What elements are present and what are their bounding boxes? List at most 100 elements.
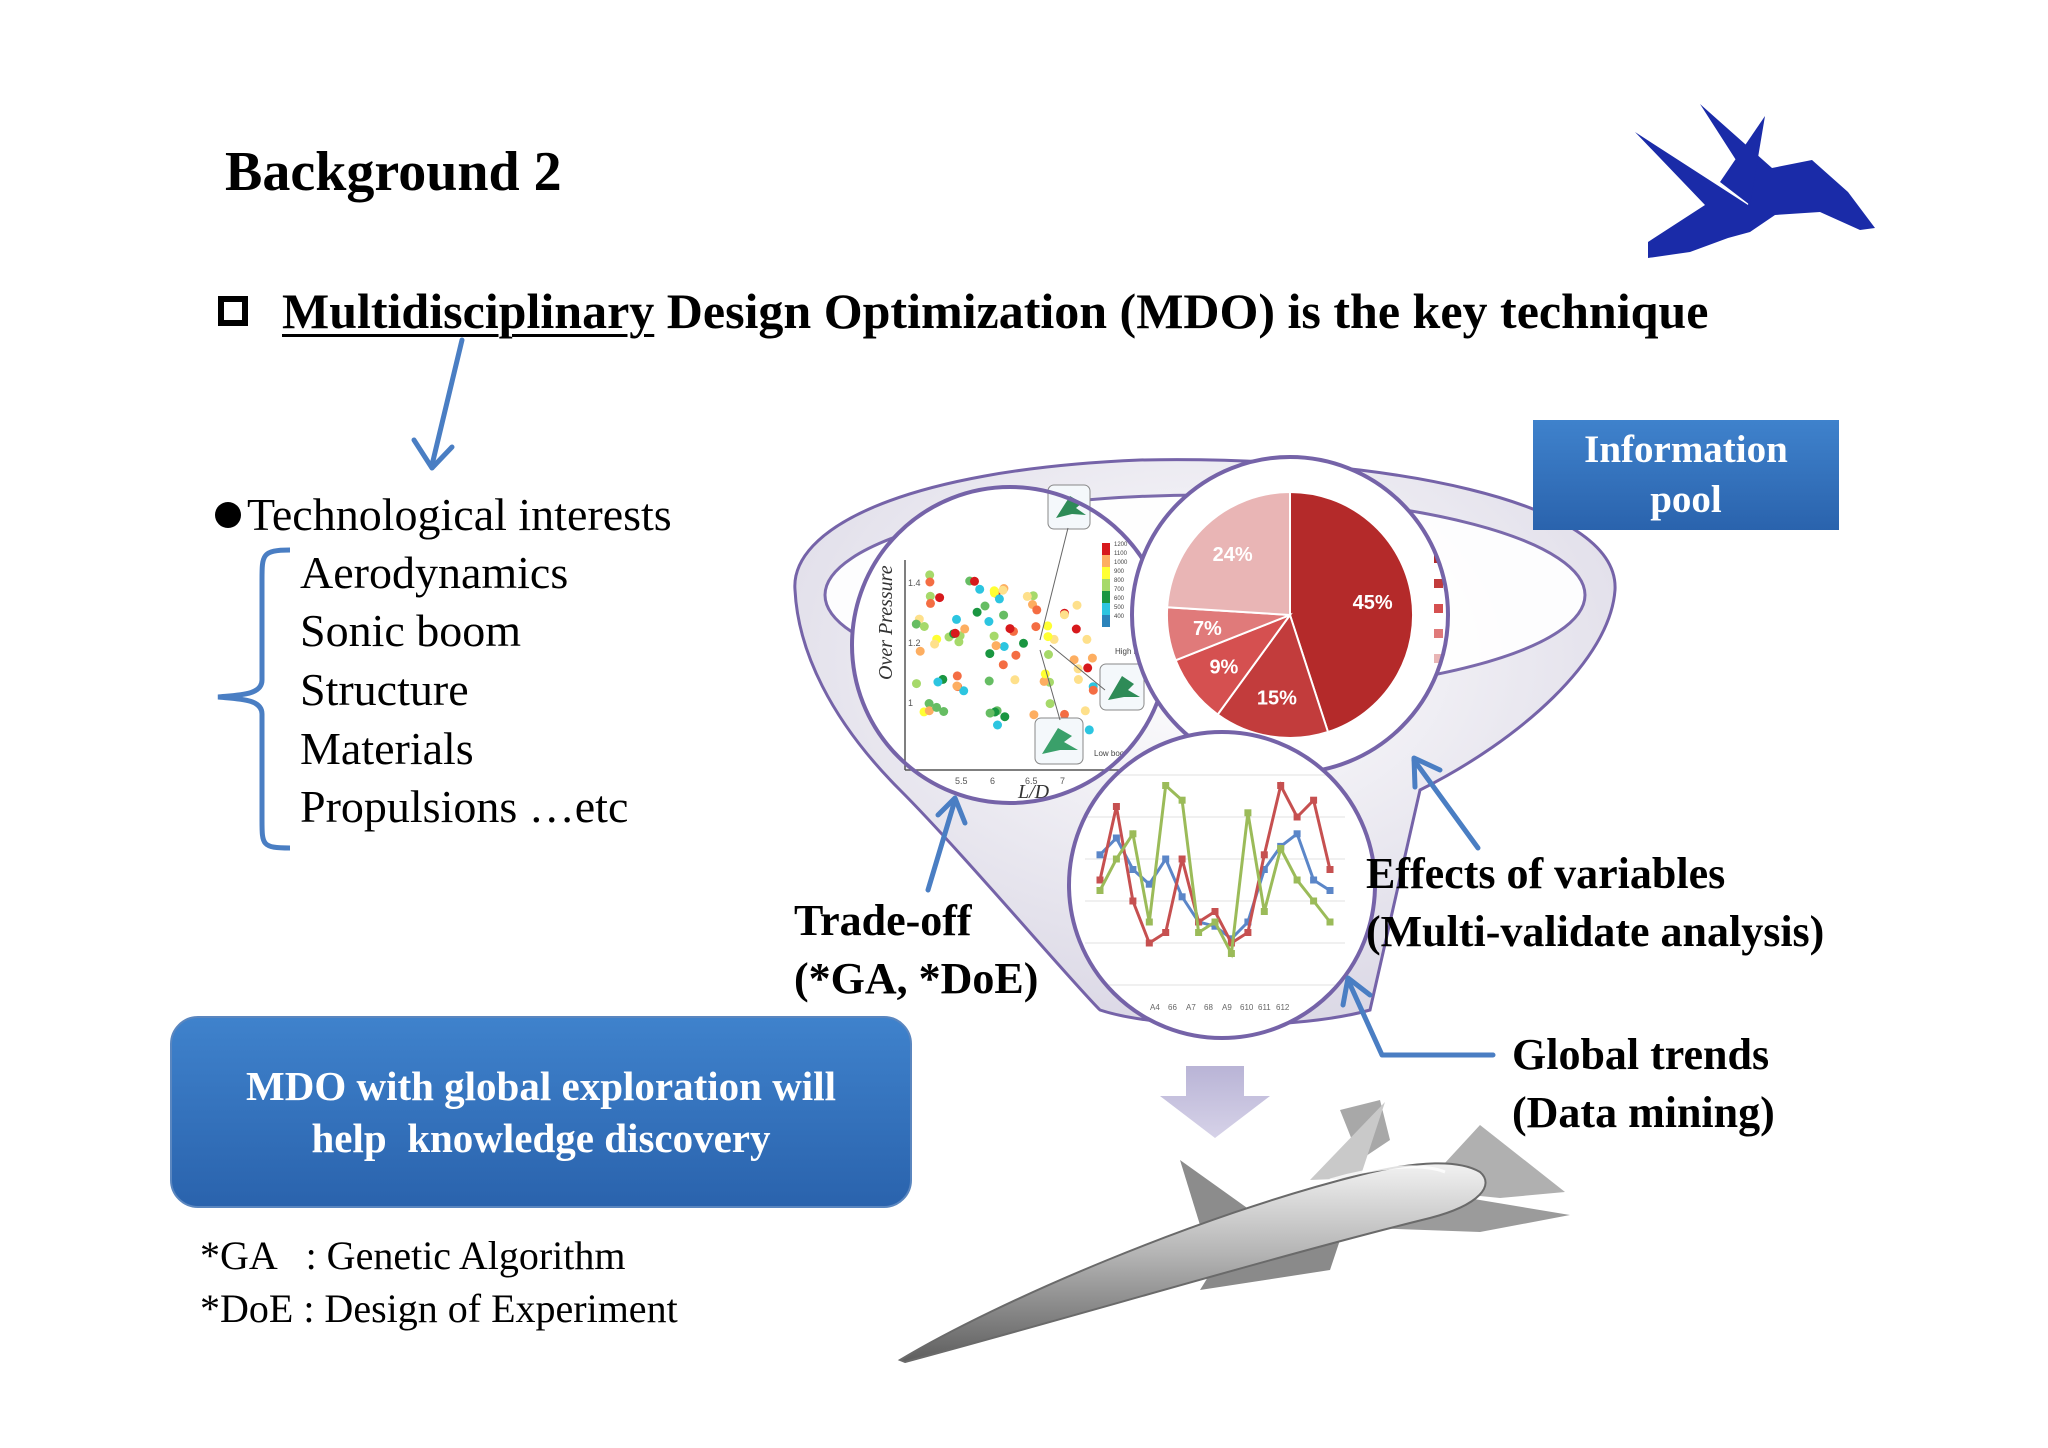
- scatter-point: [984, 617, 994, 626]
- pie-slice-label: 15%: [1257, 688, 1297, 710]
- line-point: [1178, 893, 1186, 901]
- plane-thumbnail-right: [1099, 663, 1145, 711]
- pie-legend-swatch: [1434, 604, 1443, 613]
- scatter-point: [1000, 712, 1010, 722]
- jet-icon: [1635, 104, 1875, 258]
- line-x-tick: 612: [1276, 1003, 1290, 1012]
- scatter-point: [994, 594, 1004, 604]
- scatter-point: [1039, 676, 1049, 686]
- scatter-point: [925, 591, 935, 601]
- scatter-points: Over PressureL/D55.566.577.51.41.21High …: [875, 565, 1146, 803]
- scatter-point: [999, 610, 1009, 620]
- checkbox-icon: [218, 296, 248, 326]
- line-point: [1162, 855, 1170, 863]
- pie-legend-swatch: [1434, 654, 1443, 663]
- scatter-point: [924, 699, 934, 708]
- line-point: [1227, 950, 1235, 957]
- scatter-point: [1019, 638, 1028, 648]
- scatter-point: [1071, 624, 1081, 634]
- pie-slice-label: 7%: [1193, 618, 1222, 640]
- line-point: [1162, 782, 1170, 789]
- interest-item: Structure: [300, 664, 469, 715]
- pie-slice: [1216, 612, 1330, 739]
- scatter-point: [1087, 653, 1097, 663]
- mdo-callout-box: MDO with global exploration will help kn…: [170, 1016, 912, 1208]
- scatter-point: [1082, 634, 1092, 644]
- line-point: [1244, 929, 1252, 936]
- line-point: [1293, 876, 1301, 884]
- tradeoff-line2: (*GA, *DoE): [794, 954, 1039, 1003]
- line-point: [1260, 908, 1268, 915]
- scatter-point: [985, 708, 995, 718]
- colorbar-tick: 600: [1114, 596, 1125, 602]
- scatter-point: [919, 622, 929, 631]
- scatter-x-tick: 7: [1060, 776, 1065, 786]
- scatter-point: [915, 646, 925, 656]
- trends-line1: Global trends: [1512, 1030, 1770, 1079]
- scatter-point: [912, 679, 921, 689]
- interest-item: Sonic boom: [300, 605, 522, 656]
- line-x-tick: 611: [1258, 1003, 1271, 1012]
- scatter-colorbar: [1102, 543, 1110, 627]
- scatter-point: [1029, 710, 1039, 720]
- line-point: [1211, 908, 1219, 915]
- scatter-point: [998, 585, 1008, 595]
- line-x-tick: A7: [1186, 1003, 1196, 1012]
- scatter-point: [1011, 650, 1021, 660]
- colorbar-tick: 800: [1114, 578, 1125, 584]
- scatter-y-label: Over Pressure: [875, 565, 897, 680]
- pie-chart-circle: 45%15%9%7%24% dv1dv13dv10dv11others: [1130, 455, 1450, 775]
- scatter-point: [1059, 610, 1069, 620]
- scatter-point: [925, 577, 935, 587]
- scatter-point: [959, 686, 969, 696]
- callout-line1: MDO with global exploration will: [246, 1063, 836, 1109]
- scatter-point: [924, 706, 934, 716]
- info-pool-line2: pool: [1650, 478, 1722, 521]
- line-point: [1277, 782, 1285, 789]
- scatter-y-tick: 1.2: [908, 638, 921, 648]
- scatter-point: [989, 631, 999, 641]
- scatter-point: [989, 586, 999, 596]
- trends-label: Global trends (Data mining): [1512, 1026, 1775, 1142]
- scatter-point: [911, 619, 921, 629]
- line-point: [1178, 855, 1186, 863]
- scatter-x-tick: 6.5: [1025, 776, 1038, 786]
- line-point: [1129, 897, 1137, 905]
- arrows: [411, 337, 1496, 1058]
- line-point: [1244, 809, 1252, 817]
- line-point: [1293, 830, 1301, 838]
- arrow-headline-to-interests: [429, 337, 465, 468]
- scatter-point: [1088, 685, 1098, 695]
- scatter-point: [985, 649, 995, 659]
- line-point: [1244, 918, 1252, 926]
- line-point: [1162, 929, 1170, 936]
- line-point: [1145, 880, 1153, 888]
- colorbar-tick: 1200: [1114, 542, 1128, 548]
- line-point: [1145, 918, 1153, 926]
- effects-line2: (Multi-validate analysis): [1366, 907, 1825, 956]
- interests-heading-text: Technological interests: [247, 489, 672, 540]
- line-point: [1211, 918, 1219, 926]
- information-pool-box: Information pool: [1533, 420, 1839, 530]
- pie-slices: 45%15%9%7%24%: [1165, 490, 1415, 739]
- scatter-annotation-high: High L/D: [1115, 647, 1146, 656]
- scatter-point: [930, 639, 940, 649]
- slide-title: Background 2: [225, 141, 562, 203]
- line-point: [1277, 845, 1285, 852]
- headline-underlined-word: Multidisciplinary: [282, 283, 655, 339]
- scatter-point: [1084, 725, 1094, 735]
- scatter-point: [1080, 706, 1090, 716]
- scatter-point: [1073, 675, 1083, 684]
- scatter-plot-circle: Over PressureL/D55.566.577.51.41.21High …: [850, 484, 1170, 805]
- colorbar-tick: 1100: [1114, 551, 1128, 557]
- scatter-point: [1043, 632, 1053, 642]
- line-point: [1293, 813, 1301, 821]
- scatter-point: [926, 598, 935, 608]
- arrow-tradeoff: [925, 797, 958, 893]
- line-point: [1326, 918, 1334, 926]
- down-arrow-icon: [1160, 1066, 1270, 1138]
- line-series: [1096, 781, 1334, 959]
- interest-item: Propulsions …etc: [300, 781, 629, 832]
- line-point: [1260, 866, 1268, 873]
